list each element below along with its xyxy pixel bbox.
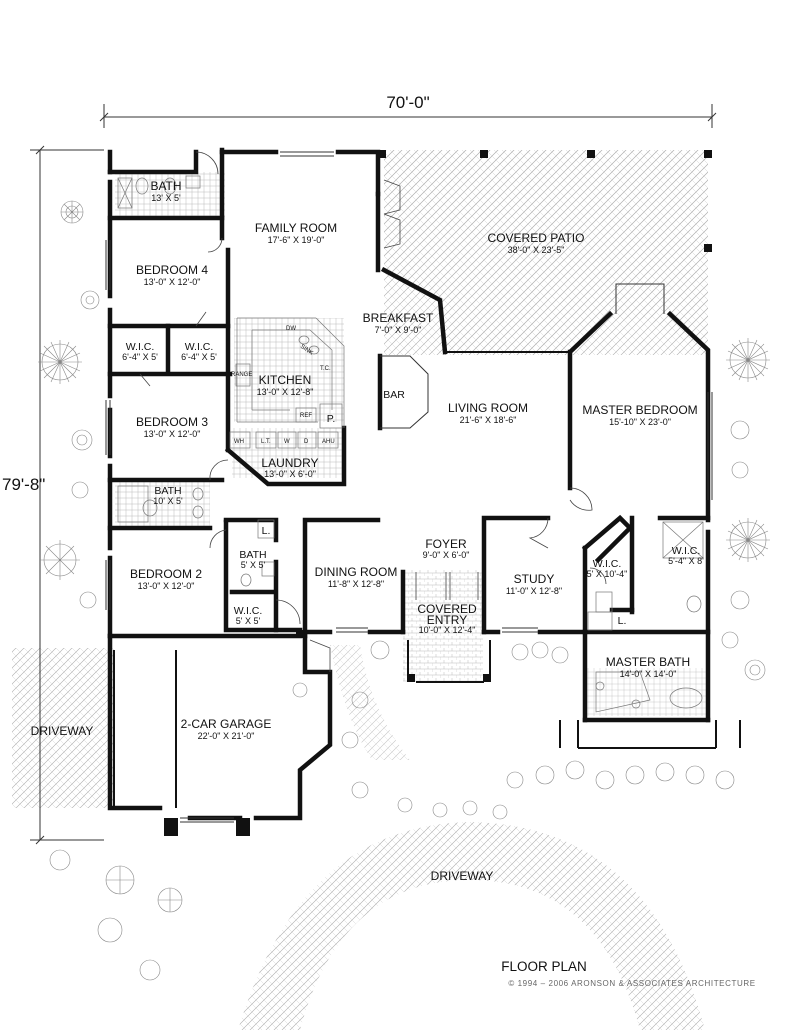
front-driveway-label: DRIVEWAY	[431, 869, 494, 883]
copyright-text: © 1994 – 2006 ARONSON & ASSOCIATES ARCHI…	[508, 979, 755, 988]
plan-title: FLOOR PLAN	[501, 959, 587, 974]
dining-room-name: DINING ROOM	[315, 565, 398, 579]
air-handler-label: AHU	[322, 439, 335, 445]
bath3-dim: 5' X 5'	[241, 560, 266, 570]
bath2-dim: 10' X 5'	[153, 496, 183, 506]
refrigerator-label: REF	[300, 413, 312, 419]
wic3-dim: 5' X 10'-4"	[587, 569, 628, 579]
left-dimension-line	[30, 145, 104, 845]
study-name: STUDY	[514, 572, 555, 586]
bedroom3-dim: 13'-0" X 12'-0"	[144, 429, 201, 439]
dishwasher-label: DW	[286, 326, 296, 332]
front-driveway-paving	[238, 822, 705, 1030]
master-bath-dim: 14'-0" X 14'-0"	[620, 669, 677, 679]
patio-paving-extension	[384, 150, 708, 355]
breakfast-name: BREAKFAST	[363, 311, 434, 325]
garage-name: 2-CAR GARAGE	[181, 717, 272, 731]
living-room-name: LIVING ROOM	[448, 401, 528, 415]
covered-patio-dim: 38'-0" X 23'-5"	[508, 245, 565, 255]
bedroom4-dim: 13'-0" X 12'-0"	[144, 277, 201, 287]
wic2-name: W.I.C.	[185, 341, 214, 353]
bath2-name: BATH	[154, 485, 181, 497]
fixtures	[117, 175, 704, 713]
covered-patio-name: COVERED PATIO	[488, 231, 585, 245]
laundry-tub-label: L.T.	[261, 439, 271, 445]
dryer-label: D	[304, 439, 309, 445]
trash-compactor-label: T.C.	[320, 366, 331, 372]
bath2-floor-tile	[115, 482, 210, 526]
laundry-name: LAUNDRY	[261, 456, 318, 470]
bedroom3-name: BEDROOM 3	[136, 415, 208, 429]
front-walkway-paving	[330, 645, 410, 760]
living-room-dim: 21'-6" X 18'-6"	[460, 415, 517, 425]
windows	[105, 151, 713, 823]
family-room-dim: 17'-6" X 19'-0"	[268, 235, 325, 245]
kitchen-name: KITCHEN	[259, 373, 312, 387]
wic4-dim: 5'-4" X 8'	[668, 556, 704, 566]
wic1-name: W.I.C.	[126, 341, 155, 353]
study-dim: 11'-0" X 12'-8"	[506, 586, 562, 596]
overall-depth-label: 79'-8"	[2, 475, 45, 494]
covered-entry-dim: 10'-0" X 12'-4"	[419, 625, 476, 635]
left-driveway-paving	[12, 648, 114, 808]
left-driveway-label: DRIVEWAY	[31, 724, 94, 738]
water-heater-label: WH	[234, 439, 244, 445]
master-bedroom-dim: 15'-10" X 23'-0"	[609, 417, 671, 427]
bar-name: BAR	[383, 389, 405, 401]
master-bath-name: MASTER BATH	[606, 655, 690, 669]
kitchen-dim: 13'-0" X 12'-8"	[257, 387, 314, 397]
wic5-name: W.I.C.	[234, 605, 263, 617]
overall-width-label: 70'-0"	[386, 93, 429, 112]
bedroom4-name: BEDROOM 4	[136, 263, 208, 277]
breakfast-dim: 7'-0" X 9'-0"	[375, 325, 422, 335]
partitions	[113, 317, 741, 808]
linen-closet-label-1: L.	[262, 525, 271, 537]
bedroom2-name: BEDROOM 2	[130, 567, 202, 581]
family-room-name: FAMILY ROOM	[255, 221, 337, 235]
laundry-dim: 13'-0" X 6'-0"	[264, 469, 316, 479]
master-bedroom-name: MASTER BEDROOM	[582, 403, 697, 417]
garage-dim: 22'-0" X 21'-0"	[198, 731, 255, 741]
covered-entry-name-line2: ENTRY	[427, 613, 467, 627]
range-label: RANGE	[231, 372, 252, 378]
columns	[164, 150, 712, 836]
wic5-dim: 5' X 5'	[236, 616, 261, 626]
walls	[107, 147, 711, 821]
washer-label: W	[284, 439, 290, 445]
bath1-name: BATH	[150, 179, 181, 193]
pantry-label: P.	[327, 413, 336, 425]
bedroom2-dim: 13'-0" X 12'-0"	[138, 581, 195, 591]
foyer-name: FOYER	[425, 537, 467, 551]
landscaping	[38, 200, 770, 981]
covered-entry-name-line1: COVERED	[417, 602, 477, 616]
labels: 70'-0" 79'-8" BATH 13' X 5' FAMILY ROOM …	[2, 93, 755, 988]
dining-room-dim: 11'-8" X 12'-8"	[328, 579, 384, 589]
bath1-dim: 13' X 5'	[151, 193, 181, 203]
wic2-dim: 6'-4" X 5'	[181, 352, 217, 362]
wic3-name: W.I.C.	[593, 558, 622, 570]
doors	[139, 151, 607, 672]
linen-closet-label-2: L.	[618, 615, 627, 627]
bath1-floor-tile	[115, 172, 225, 217]
wic4-name: W.I.C.	[672, 545, 701, 557]
wic1-dim: 6'-4" X 5'	[122, 352, 158, 362]
top-dimension-line	[99, 104, 717, 128]
bath3-name: BATH	[239, 549, 266, 561]
foyer-dim: 9'-0" X 6'-0"	[423, 550, 470, 560]
